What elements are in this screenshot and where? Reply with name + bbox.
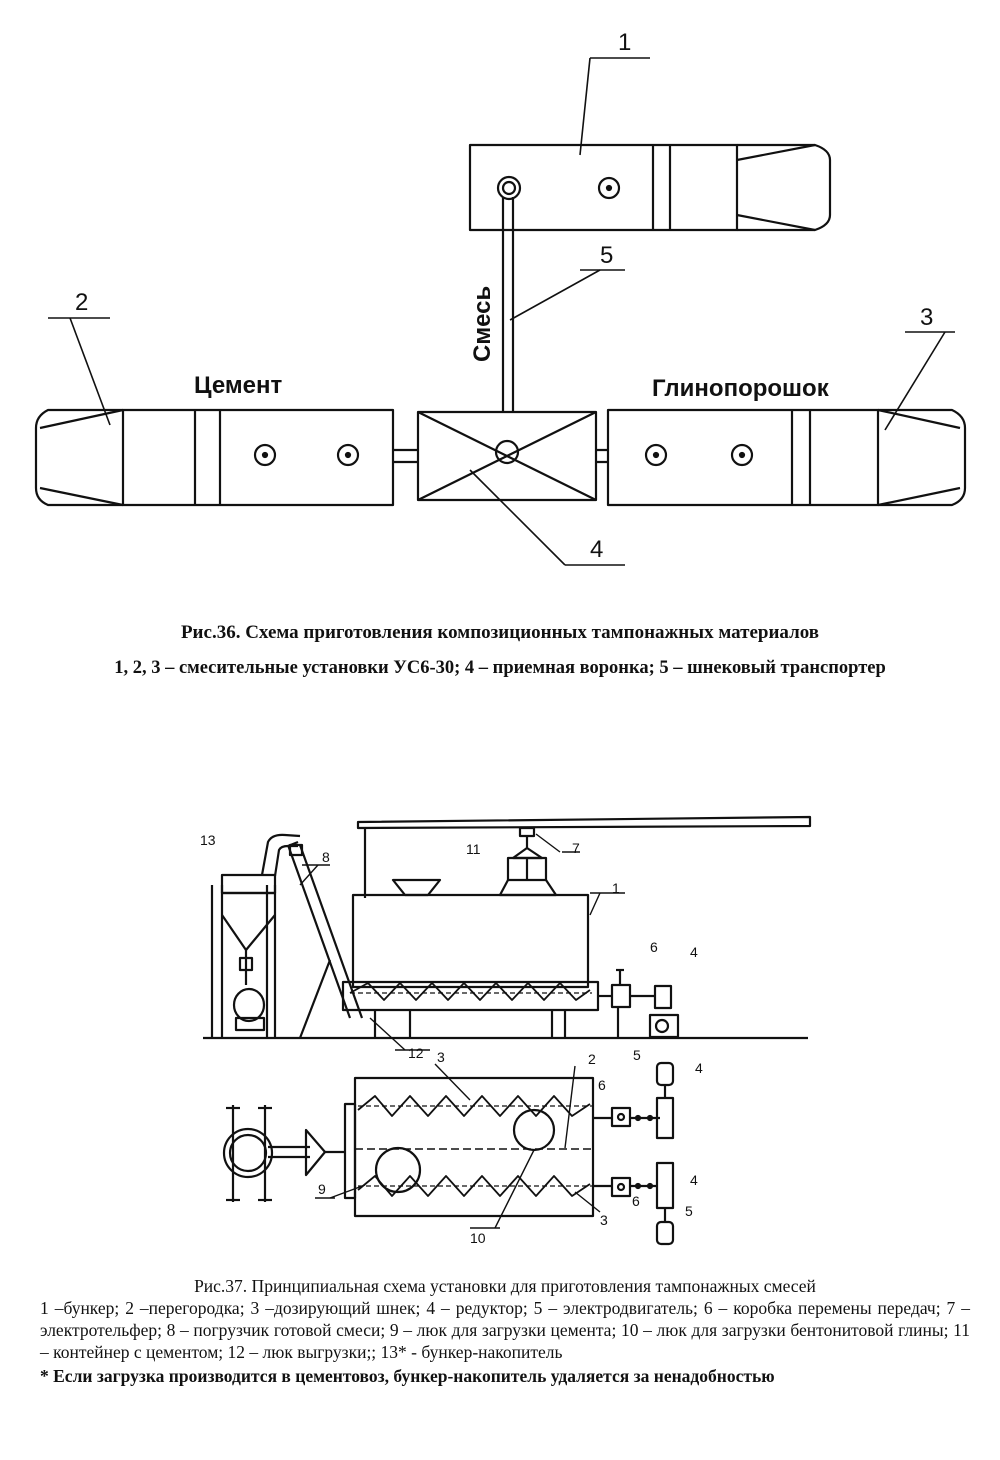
cement-hatch-9	[374, 1146, 422, 1194]
label-n2: 2	[75, 289, 88, 316]
fig37-label-13: 13	[200, 832, 216, 848]
bunker-1	[341, 893, 612, 1038]
fig37-caption-title: Рис.37. Принципиальная схема установки д…	[194, 1276, 816, 1296]
mixing-unit-3	[596, 408, 967, 507]
fig36-caption-title: Рис.36. Схема приготовления композиционн…	[180, 622, 820, 643]
fig37-caption-note: * Если загрузка производится в цементово…	[40, 1366, 775, 1386]
fig37-label-4b: 4	[695, 1060, 703, 1076]
label-cement: Цемент	[194, 372, 282, 399]
plan-drive-bottom	[593, 1161, 675, 1246]
fig37-label-4c: 4	[690, 1172, 698, 1188]
storage-hopper-13	[210, 873, 277, 1038]
receiving-funnel-4	[416, 410, 598, 502]
label-clay-powder: Глинопорошок	[652, 375, 830, 402]
mixing-unit-2	[34, 408, 418, 507]
loading-funnel	[391, 878, 442, 897]
fig37-caption-legend: 1 –бункер; 2 –перегородка; 3 –дозирующий…	[40, 1298, 970, 1362]
label-n3: 3	[920, 304, 933, 331]
fig37-label-8: 8	[322, 849, 330, 865]
fig37-label-9: 9	[318, 1181, 326, 1197]
leader-lines-fig37-plan	[315, 1063, 601, 1229]
gearbox-6-side	[610, 968, 655, 1038]
fig37-label-5a: 5	[633, 1047, 641, 1063]
fig37-label-6c: 6	[632, 1193, 640, 1209]
fig37-label-3b: 3	[600, 1212, 608, 1228]
plan-bunker	[343, 1076, 595, 1218]
label-mix: Смесь	[469, 286, 496, 362]
mix-loader-8	[260, 833, 364, 1039]
label-n4: 4	[590, 536, 603, 563]
leader-lines-fig36	[48, 57, 955, 566]
label-n1: 1	[618, 29, 631, 56]
fig37-label-5b: 5	[685, 1203, 693, 1219]
fig37-label-3a: 3	[437, 1049, 445, 1065]
fig37-label-12: 12	[408, 1045, 424, 1061]
fig37-label-6a: 6	[650, 939, 658, 955]
fig37-label-2: 2	[588, 1051, 596, 1067]
reducer-4-side	[648, 984, 680, 1039]
fig37-label-11: 11	[466, 841, 481, 857]
plan-storage-and-loader	[222, 1105, 345, 1202]
fig37-label-7: 7	[572, 840, 580, 856]
fig37-label-6b: 6	[598, 1077, 606, 1093]
mixing-unit-1	[468, 143, 832, 232]
fig37-label-1: 1	[612, 880, 620, 896]
hoist-rail	[356, 815, 812, 898]
fig36-caption-legend: 1, 2, 3 – смесительные установки УС6-30;…	[114, 658, 886, 678]
leader-lines-fig37-side	[299, 833, 625, 1051]
screw-conveyor-5	[501, 197, 515, 412]
container-with-cement-11	[498, 826, 558, 897]
fig37-caption: Рис.37. Принципиальная схема установки д…	[40, 1275, 970, 1387]
clay-hatch-10	[512, 1108, 556, 1152]
fig37-label-10: 10	[470, 1230, 486, 1246]
label-n5: 5	[600, 242, 613, 269]
fig37-label-4a: 4	[690, 944, 698, 960]
plan-drive-top	[593, 1061, 675, 1140]
